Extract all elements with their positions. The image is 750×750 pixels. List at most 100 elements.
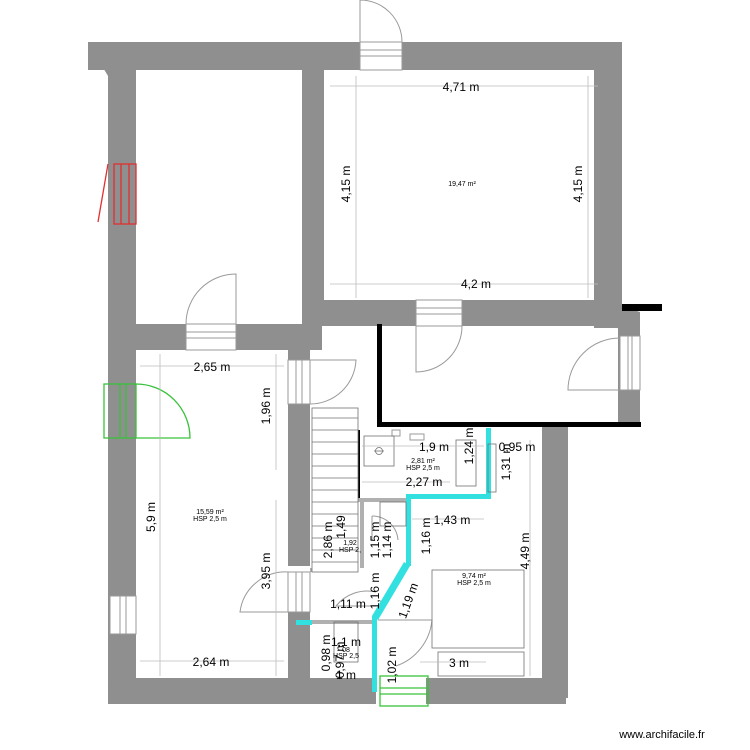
room-hsp-living: HSP 2,5 m: [193, 516, 227, 523]
wall-mid-left: [122, 324, 186, 350]
cyan-partitions: [296, 428, 491, 692]
dim-114: 1,14 m: [380, 522, 394, 559]
door-wc: [334, 590, 377, 607]
wall-right-lower: [542, 424, 568, 698]
room-hsp-bath: HSP 2,5 m: [406, 465, 440, 472]
room-labels: 19,47 m² 15,59 m² HSP 2,5 m 2,81 m² HSP …: [193, 181, 491, 660]
room-area-bedroom-lower: 9,74 m²: [462, 573, 486, 580]
dim-395: 3,95 m: [259, 553, 273, 590]
dimension-labels: 4,71 m 4,15 m 4,15 m 4,2 m 2,65 m 1,96 m…: [144, 80, 585, 683]
wall-mid-left-b: [236, 324, 316, 350]
wall-top-right: [402, 42, 622, 70]
dim-415-left: 4,15 m: [339, 166, 353, 203]
wall-mid-vertical: [302, 56, 324, 326]
room-hsp-wc: HSP 2,: [339, 547, 361, 554]
dim-111: 1,11 m: [330, 597, 366, 611]
dim-119: 1,19 m: [395, 581, 421, 620]
dim-102: 1,02 m: [385, 647, 399, 684]
dim-59: 5,9 m: [144, 502, 158, 532]
wall-corner-tl: [88, 42, 136, 76]
dim-449: 4,49 m: [518, 533, 532, 570]
dim-42: 4,2 m: [461, 277, 491, 291]
dim-116a: 1,16 m: [419, 518, 433, 555]
dim-196: 1,96 m: [259, 388, 273, 425]
dim-286: 2,86 m: [321, 522, 335, 559]
bed-outline: [431, 569, 525, 649]
dim-265: 2,65 m: [194, 360, 231, 374]
dim-11: 1,1 m: [331, 635, 361, 649]
room-area-bath: 2,81 m²: [411, 458, 435, 465]
cyan-wall-2: [408, 494, 491, 499]
dim-143: 1,43 m: [434, 513, 471, 527]
room-area-small: 08: [342, 647, 350, 654]
cyan-wall-5: [372, 616, 377, 692]
room-hsp-bedroom-lower: HSP 2,5 m: [457, 580, 491, 587]
wall-bottom: [108, 678, 376, 704]
shower: [363, 435, 395, 467]
bath-unit-2: [487, 443, 497, 493]
wall-living-hall-b: [288, 406, 310, 566]
wall-left: [108, 42, 136, 704]
doors: [185, 0, 621, 667]
dim-264: 2,64 m: [193, 655, 230, 669]
window-red: [97, 163, 137, 225]
cyan-wall-4: [372, 562, 410, 620]
dim-131: 1,31 m: [499, 444, 513, 481]
window-grey-left: [109, 595, 137, 635]
bath-unit-1: [455, 439, 477, 487]
room-area-living: 15,59 m²: [196, 509, 224, 516]
dim-095: 0,95 m: [499, 440, 536, 454]
dim-3: 3 m: [449, 656, 469, 670]
window-grey-right: [619, 335, 641, 391]
dim-19: 1,9 m: [419, 440, 449, 454]
partition-black-vertical: [377, 324, 382, 426]
fixtures: [333, 435, 525, 677]
dim-415-right: 4,15 m: [571, 166, 585, 203]
cyan-wall-6: [296, 620, 312, 625]
dim-1b: 1 m: [336, 668, 356, 682]
window-green-bottom: [379, 675, 429, 707]
dim-098: 0,98 m: [319, 635, 333, 672]
wall-corner-br: [542, 678, 568, 698]
dimension-lines: [140, 76, 598, 676]
dim-149: 1,49: [334, 515, 348, 539]
cyan-wall-3: [406, 494, 411, 566]
sink-unit: [379, 501, 407, 527]
dim-124: 1,24 m: [462, 428, 476, 465]
room-area-wc: 1,92: [343, 540, 357, 547]
door-right-room: [567, 337, 621, 391]
dim-227: 2,27 m: [406, 475, 443, 489]
door-top-entry: [359, 0, 403, 71]
dim-116b: 1,16 m: [368, 573, 382, 610]
dim-471: 4,71 m: [443, 80, 480, 94]
partition-bath-left: [358, 498, 408, 502]
wall-mid-right: [318, 300, 416, 326]
dim-115: 1,15 m: [368, 522, 382, 559]
door-living-lower: [239, 571, 289, 613]
wall-right-upper: [594, 42, 622, 328]
room-area-bedroom-right: 19,47 m²: [448, 181, 476, 188]
watermark-text: www.archifacile.fr: [618, 729, 705, 741]
wall-hall-top: [310, 326, 322, 350]
wall-bottom-right: [426, 678, 566, 704]
partition-bath-mid: [360, 500, 364, 568]
door-bath: [371, 515, 399, 541]
window-grey-wc: [287, 571, 311, 613]
room-hsp-small: HSP 2,5: [333, 653, 359, 660]
walls: [88, 42, 640, 704]
window-grey-hall: [287, 359, 311, 405]
cyan-wall-1: [486, 428, 491, 498]
windows: [97, 163, 641, 707]
door-bedroom-right: [415, 299, 463, 373]
dim-097: 0,97 m: [333, 642, 347, 679]
door-bedroom-left: [185, 273, 237, 351]
partition-black-corner: [622, 304, 662, 311]
staircase: [311, 407, 359, 573]
door-hall: [309, 359, 357, 405]
wc-fixture: [333, 621, 359, 663]
wall-corner-bl: [108, 678, 136, 704]
dresser: [437, 651, 525, 677]
wall-mid-right-b: [462, 300, 622, 326]
window-green-left: [103, 383, 191, 439]
